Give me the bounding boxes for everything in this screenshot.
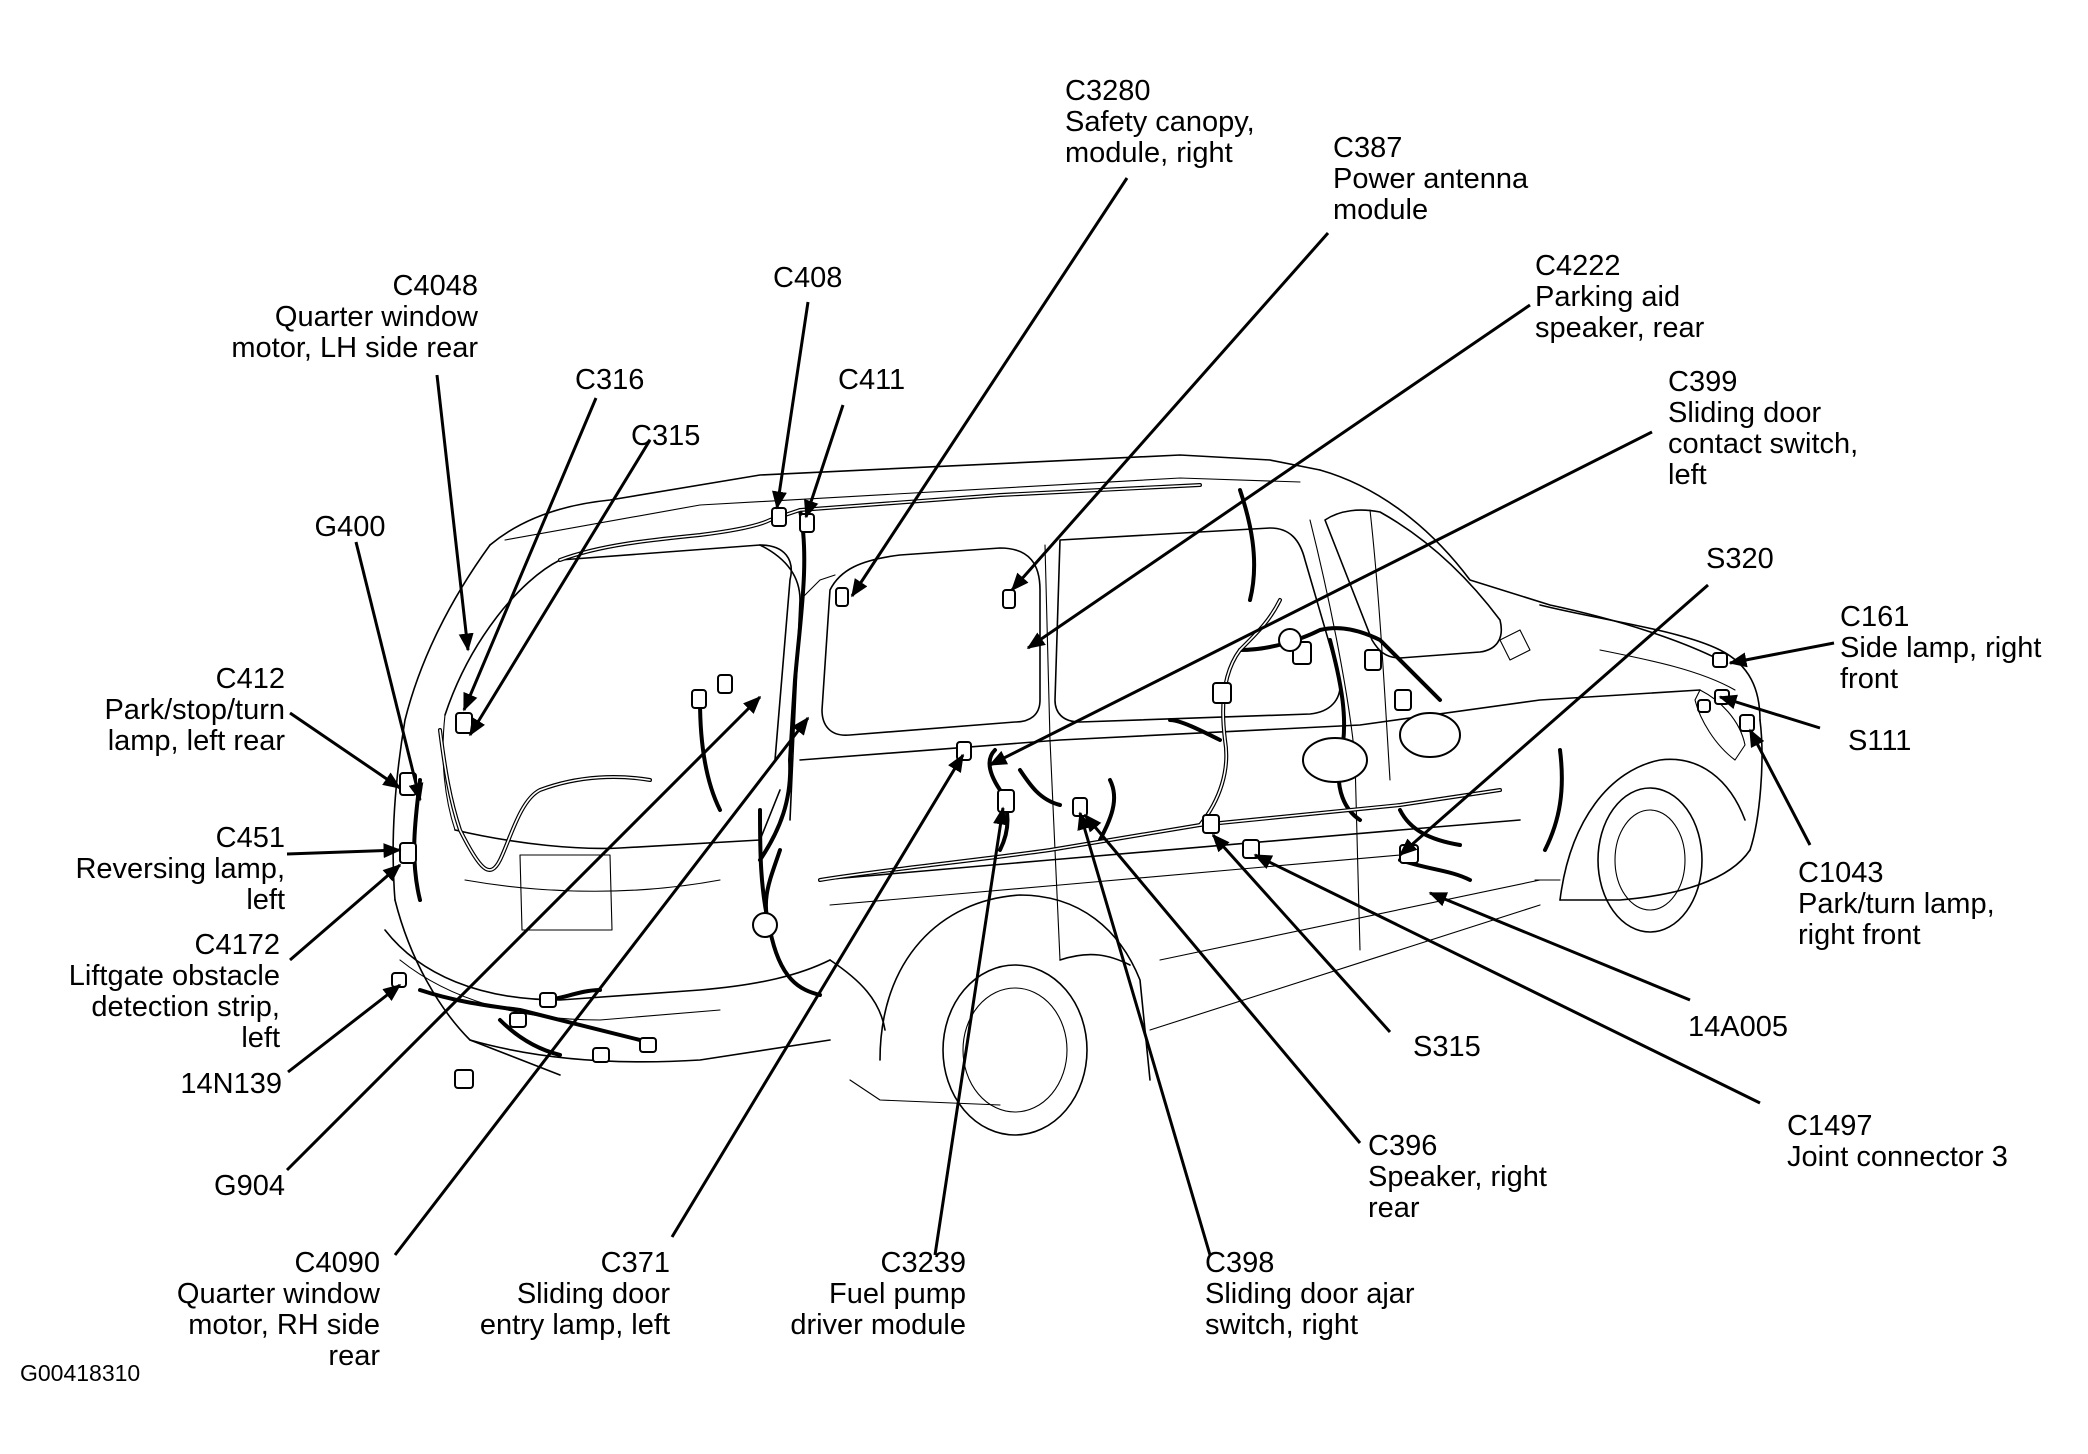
callout-desc: Quarter window <box>274 301 478 333</box>
callout-code: C1043 <box>1798 857 1884 889</box>
callout-desc: Park/turn lamp, <box>1798 888 1995 920</box>
callout-code: S111 <box>1848 725 1912 757</box>
callout-c398: C398 Sliding door ajar switch, right <box>1205 1248 1415 1341</box>
callout-desc: Quarter window <box>176 1278 380 1310</box>
callout-c315: C315 <box>631 421 700 452</box>
callout-code: C316 <box>575 364 645 396</box>
callout-desc: Fuel pump <box>828 1278 966 1310</box>
callout-desc: Sliding door <box>516 1278 670 1310</box>
callout-desc: motor, LH side rear <box>231 332 478 364</box>
callout-code: C387 <box>1333 132 1403 164</box>
callout-desc: Sliding door <box>1668 397 1822 429</box>
callout-c161: C161 Side lamp, right front <box>1840 602 2042 695</box>
callout-c387: C387 Power antenna module <box>1333 133 1528 226</box>
callout-desc: Speaker, right <box>1368 1161 1547 1193</box>
callout-desc: left <box>246 884 285 916</box>
callout-code: C408 <box>773 262 843 294</box>
callout-code: C4172 <box>194 929 280 961</box>
callout-code: C371 <box>600 1247 670 1279</box>
leader-lines <box>285 177 1835 1256</box>
callout-desc: Sliding door ajar <box>1205 1278 1415 1310</box>
callout-desc: Joint connector 3 <box>1787 1141 2008 1173</box>
callout-code: C399 <box>1668 366 1738 398</box>
callout-desc: Liftgate obstacle <box>68 960 280 992</box>
callout-code: C412 <box>215 663 285 695</box>
callout-c4222: C4222 Parking aid speaker, rear <box>1535 251 1704 344</box>
callout-desc: entry lamp, left <box>479 1309 670 1341</box>
van-body <box>384 454 1763 1136</box>
callout-c408: C408 <box>773 263 842 294</box>
callout-code: C3239 <box>880 1247 966 1279</box>
callout-desc: driver module <box>790 1309 966 1341</box>
callout-c399: C399 Sliding door contact switch, left <box>1668 367 1858 491</box>
callout-c3280: C3280 Safety canopy, module, right <box>1065 76 1255 169</box>
callout-code: 14N139 <box>180 1068 282 1100</box>
callout-desc: front <box>1840 663 1899 695</box>
callout-desc: Side lamp, right <box>1840 632 2042 664</box>
callout-desc: motor, RH side <box>188 1309 380 1341</box>
callout-g904: G904 <box>160 1171 285 1202</box>
callout-desc: contact switch, <box>1668 428 1859 460</box>
callout-desc: Reversing lamp, <box>75 853 285 885</box>
callout-desc: rear <box>328 1340 380 1372</box>
callout-desc: left <box>1668 459 1707 491</box>
callout-desc: rear <box>1368 1192 1420 1224</box>
callout-g400: G400 <box>290 512 410 543</box>
callout-c371: C371 Sliding door entry lamp, left <box>440 1248 670 1341</box>
callout-14n139: 14N139 <box>150 1069 282 1100</box>
callout-c3239: C3239 Fuel pump driver module <box>760 1248 966 1341</box>
callout-desc: Park/stop/turn <box>104 694 285 726</box>
callout-s111: S111 <box>1848 726 1911 757</box>
callout-c451: C451 Reversing lamp, left <box>40 823 285 916</box>
connectors <box>391 507 1755 1089</box>
callout-desc: detection strip, <box>91 991 280 1023</box>
callout-desc: lamp, left rear <box>107 725 285 757</box>
callout-desc: Power antenna <box>1333 163 1529 195</box>
callout-c1497: C1497 Joint connector 3 <box>1787 1111 2008 1173</box>
callout-code: C411 <box>838 364 906 396</box>
callout-code: C161 <box>1840 601 1910 633</box>
callout-c412: C412 Park/stop/turn lamp, left rear <box>60 664 285 757</box>
callout-desc: module <box>1333 194 1429 226</box>
callout-code: G904 <box>214 1170 285 1202</box>
callout-code: C4048 <box>392 270 478 302</box>
callout-code: C3280 <box>1065 75 1151 107</box>
callout-c1043: C1043 Park/turn lamp, right front <box>1798 858 1995 951</box>
callout-14a005: 14A005 <box>1688 1012 1788 1043</box>
callout-code: S315 <box>1413 1031 1481 1063</box>
callout-desc: speaker, rear <box>1535 312 1705 344</box>
callout-code: C451 <box>215 822 285 854</box>
callout-desc: Safety canopy, <box>1065 106 1255 138</box>
callout-c396: C396 Speaker, right rear <box>1368 1131 1547 1224</box>
callout-code: S320 <box>1706 543 1774 575</box>
callout-desc: left <box>241 1022 280 1054</box>
callout-code: C1497 <box>1787 1110 1873 1142</box>
callout-desc: switch, right <box>1205 1309 1359 1341</box>
callout-c4048: C4048 Quarter window motor, LH side rear <box>200 271 478 364</box>
figure-id: G00418310 <box>20 1360 141 1386</box>
callout-code: C315 <box>631 420 701 452</box>
callout-code: C4090 <box>294 1247 380 1279</box>
callout-s320: S320 <box>1706 544 1774 575</box>
callout-c316: C316 <box>575 365 644 396</box>
callout-s315: S315 <box>1413 1032 1481 1063</box>
callout-code: G400 <box>314 511 386 543</box>
callout-code: 14A005 <box>1688 1011 1788 1043</box>
callout-code: C4222 <box>1535 250 1621 282</box>
callout-desc: module, right <box>1065 137 1233 169</box>
callout-code: C396 <box>1368 1130 1438 1162</box>
callout-desc: right front <box>1798 919 1921 951</box>
callout-c411: C411 <box>838 365 905 396</box>
callout-code: C398 <box>1205 1247 1275 1279</box>
callout-c4172: C4172 Liftgate obstacle detection strip,… <box>30 930 280 1054</box>
callout-desc: Parking aid <box>1535 281 1681 313</box>
callout-c4090: C4090 Quarter window motor, RH side rear <box>130 1248 380 1372</box>
